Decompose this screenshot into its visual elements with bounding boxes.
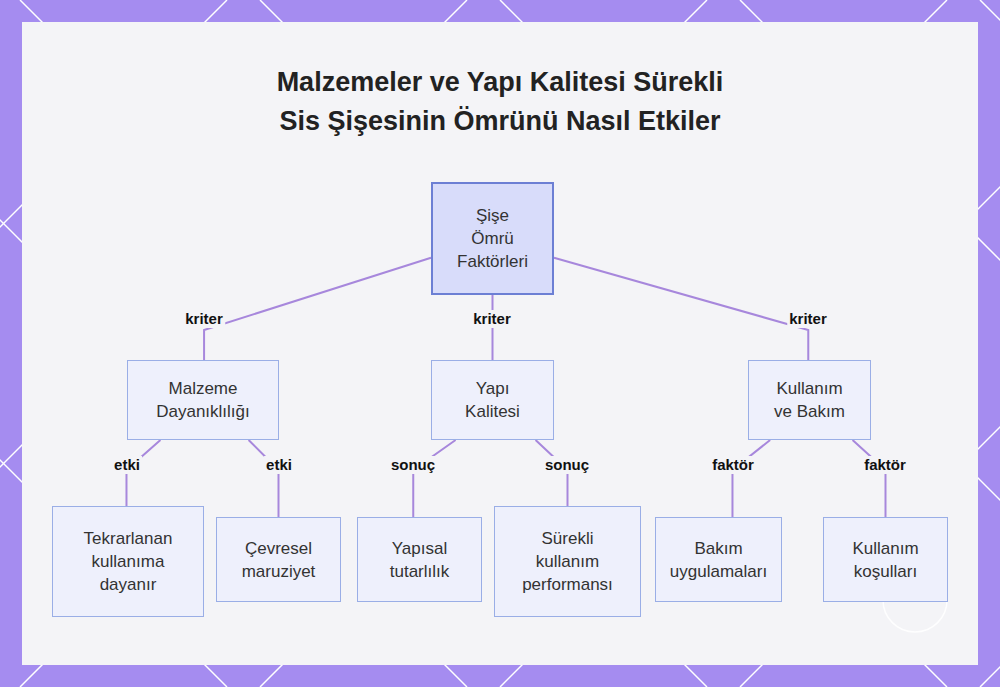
frame-line: [980, 0, 1000, 687]
connector: [732, 440, 770, 517]
node-text: Bakım uygulamaları: [664, 537, 774, 583]
node-text: Malzeme Dayanıklılığı: [138, 377, 268, 423]
connector: [413, 440, 455, 517]
edge-label: kriter: [183, 310, 225, 328]
card-background: [22, 22, 978, 665]
edge-label: etki: [112, 456, 142, 474]
node-text: Kullanım ve Bakım: [770, 377, 850, 423]
node-text: Çevresel maruziyet: [224, 537, 334, 583]
root-box: Şişe Ömrü Faktörleri: [431, 182, 554, 295]
node-text: Kullanım koşulları: [833, 537, 938, 583]
factor-box: Çevresel maruziyet: [216, 517, 341, 602]
node-text: Sürekli kullanım performansı: [512, 527, 624, 596]
connector: [554, 258, 808, 360]
node-text: Yapısal tutarlılık: [367, 537, 472, 583]
edge-label: sonuç: [543, 456, 591, 474]
connector: [204, 258, 431, 360]
connector: [853, 440, 886, 517]
edge-label: faktör: [710, 456, 756, 474]
edge-label: etki: [264, 456, 294, 474]
factor-box: Kullanım ve Bakım: [748, 360, 871, 440]
connector: [249, 440, 279, 517]
diagram-title: Malzemeler ve Yapı Kalitesi Sürekli Sis …: [180, 63, 820, 141]
frame-line: [980, 0, 1000, 687]
factor-box: Yapı Kalitesi: [431, 360, 554, 440]
edge-label: faktör: [862, 456, 908, 474]
factor-box: Kullanım koşulları: [823, 517, 948, 602]
factor-box: Bakım uygulamaları: [655, 517, 782, 602]
node-text: Yapı Kalitesi: [453, 377, 533, 423]
factor-box: Tekrarlanan kullanıma dayanır: [52, 506, 204, 617]
factor-box: Yapısal tutarlılık: [357, 517, 482, 602]
edge-label: kriter: [787, 310, 829, 328]
factor-box: Malzeme Dayanıklılığı: [127, 360, 279, 440]
factor-box: Sürekli kullanım performansı: [494, 506, 641, 617]
edge-label: kriter: [471, 310, 513, 328]
edge-label: sonuç: [389, 456, 437, 474]
node-text: Şişe Ömrü Faktörleri: [455, 204, 531, 273]
node-text: Tekrarlanan kullanıma dayanır: [72, 527, 184, 596]
